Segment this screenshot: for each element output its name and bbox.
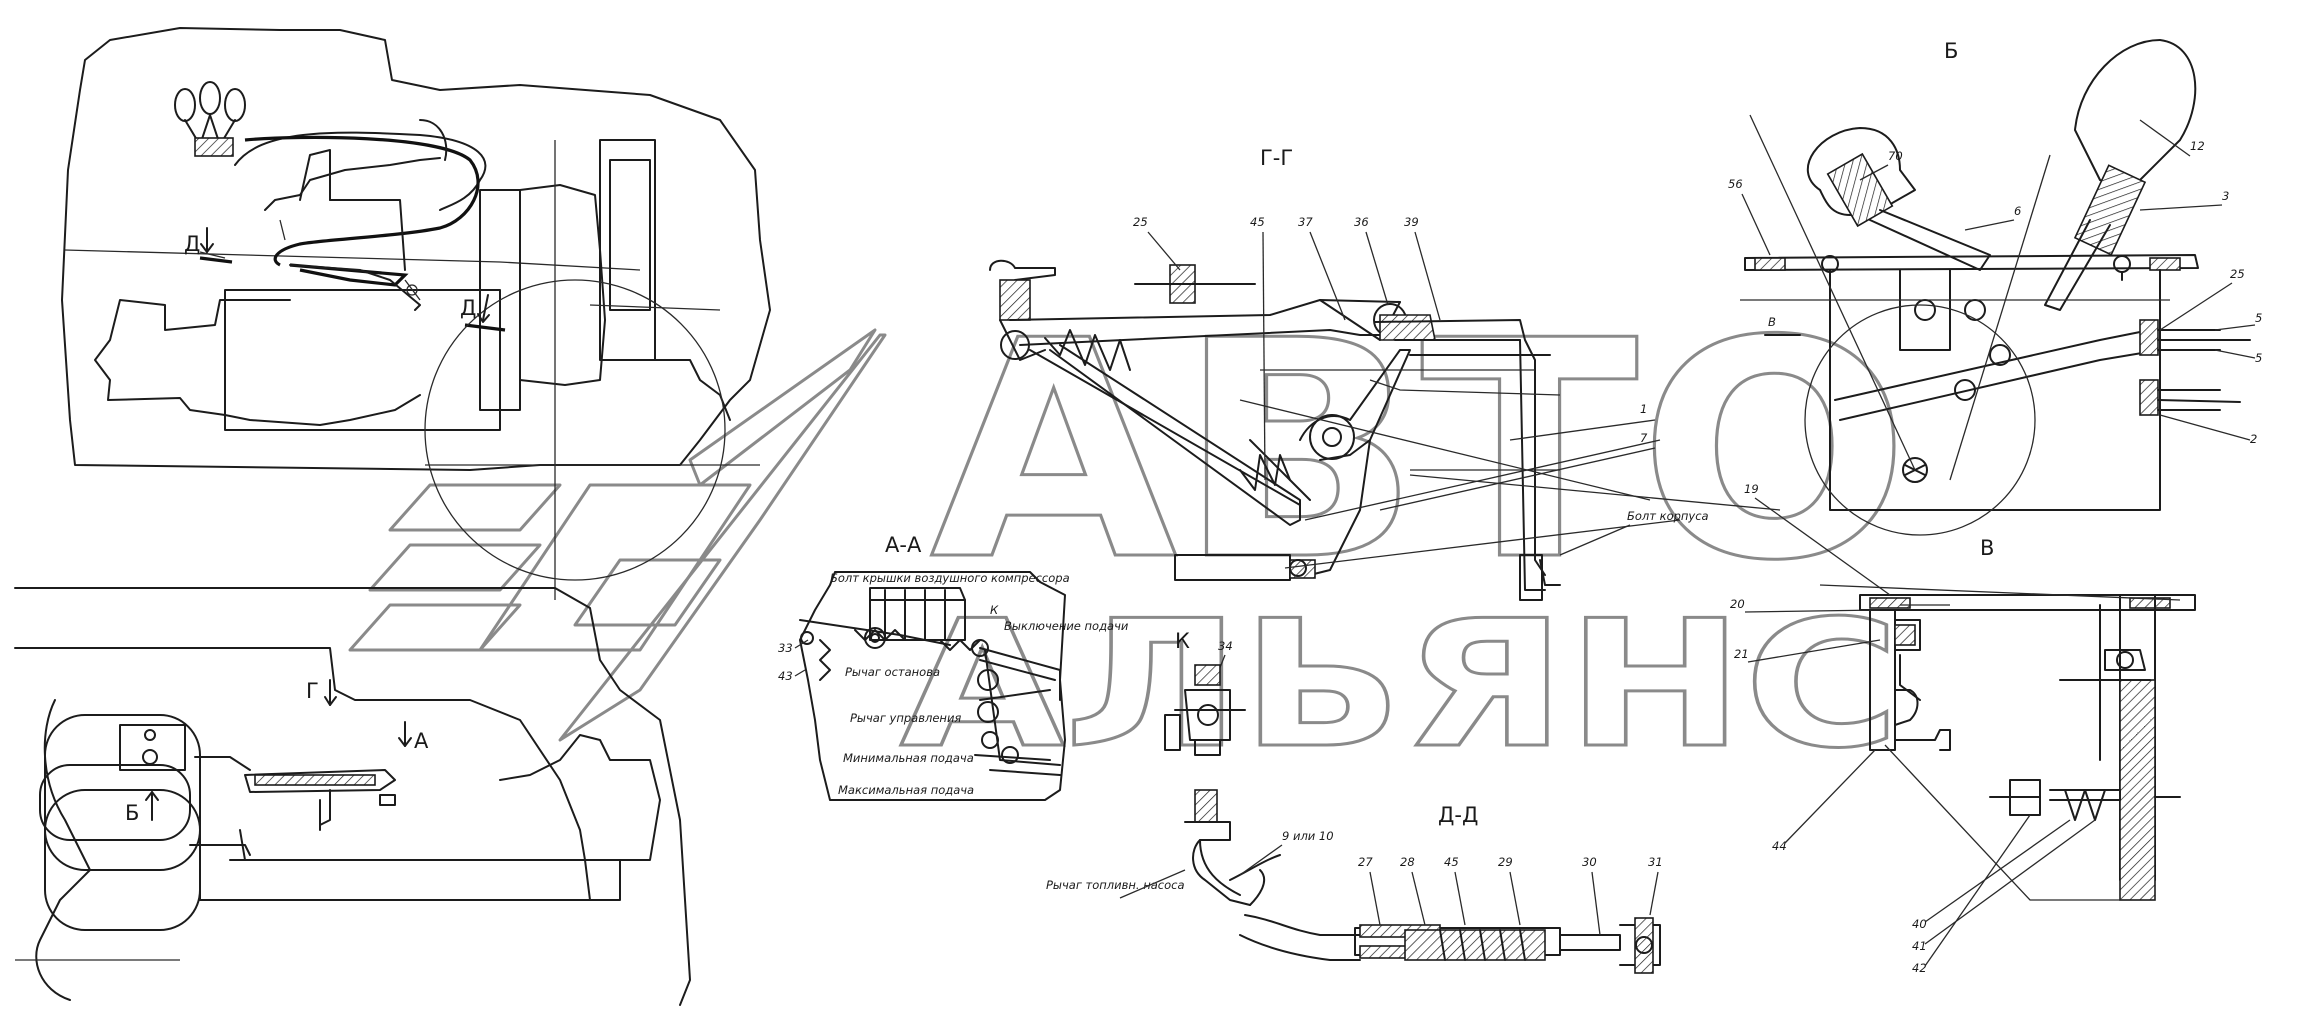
callout-b-2: 12 [2190, 139, 2205, 153]
callout-b-6: 25 [2230, 267, 2245, 281]
callout-b-4: 6 [2014, 204, 2021, 218]
view-a-a: А-А Болт крышки воздушного компрессора К… [778, 533, 1129, 801]
callout-b-7: 5 [2255, 311, 2262, 325]
box-a-num-33: 33 [778, 641, 793, 655]
dd-lever-label: Рычаг топливн. насоса [1046, 878, 1185, 892]
callout-go-7: 7 [1640, 431, 1648, 445]
spring-icon [2064, 789, 2106, 821]
mark-d-right: Д [460, 296, 476, 320]
view-d-d: Д-Д Рычаг топливн. насоса 9 или 10 27 28… [1046, 789, 1663, 974]
callout-b-9: 2 [2250, 432, 2257, 446]
callout-v-5: 40 [1912, 917, 1927, 931]
callout-v-2: 20 [1730, 597, 1745, 611]
callout-go-4: 36 [1354, 215, 1369, 229]
mark-d-upper: Д [184, 232, 200, 256]
overview-plan-view: Г А Б [14, 587, 691, 1006]
box-a-stop-lever: Рычаг останова [845, 665, 940, 679]
callout-go-6: 1 [1640, 402, 1647, 416]
callout-b-3: 56 [1728, 177, 1743, 191]
view-ao-title: А-А [885, 533, 922, 557]
callout-go-1: 25 [1133, 215, 1148, 229]
dd-variant: 9 или 10 [1282, 829, 1334, 843]
box-a-max-feed: Максимальная подача [838, 783, 974, 797]
lamp-cluster-icon [174, 81, 246, 157]
callout-v-1: 19 [1744, 482, 1759, 496]
callout-b-1: 70 [1888, 149, 1903, 163]
callout-v-4: 44 [1772, 839, 1787, 853]
view-k-title: К [1175, 629, 1190, 653]
callout-go-5: 39 [1404, 215, 1419, 229]
callout-v-7: 42 [1912, 961, 1927, 975]
callout-dd-4: 29 [1498, 855, 1513, 869]
box-a-min-feed: Минимальная подача [843, 751, 974, 765]
callout-dd-2: 28 [1400, 855, 1415, 869]
view-g-g: Г-Г 25 [989, 146, 1781, 601]
callout-dd-6: 31 [1648, 855, 1663, 869]
view-k: К 34 [1164, 629, 1246, 756]
view-v-title: В [1980, 536, 1994, 560]
view-b-v-mark: В [1768, 315, 1776, 329]
overview-side-view: Д Д [61, 27, 771, 600]
view-go-title: Г-Г [1260, 146, 1293, 170]
watermark-wing-icon [348, 328, 887, 742]
mark-a: А [414, 729, 429, 753]
callout-b-8: 5 [2255, 351, 2262, 365]
watermark-line2: АЛЬЯНС [900, 584, 1900, 787]
spring-icon [1044, 329, 1131, 371]
callout-dd-3: 45 [1444, 855, 1459, 869]
callout-go-3: 37 [1298, 215, 1313, 229]
callout-dd-1: 27 [1358, 855, 1373, 869]
box-a-control-lever: Рычаг управления [850, 711, 961, 725]
callout-v-6: 41 [1912, 939, 1927, 953]
callout-go-2: 45 [1250, 215, 1265, 229]
box-a-num-43: 43 [778, 669, 793, 683]
callout-b-5: 3 [2222, 189, 2229, 203]
box-a-k: К [990, 603, 999, 617]
bolt-korpusa-label: Болт корпуса [1627, 509, 1709, 523]
mark-g: Г [306, 679, 319, 703]
watermark-logo: АВТО АЛЬЯНС [348, 276, 1912, 789]
view-b-title: Б [1944, 39, 1958, 63]
callout-34: 34 [1218, 639, 1233, 653]
callout-dd-5: 30 [1582, 855, 1597, 869]
box-a-title: Болт крышки воздушного компрессора [830, 571, 1070, 585]
view-v: В 19 20 21 44 40 41 42 [1730, 482, 2196, 975]
mark-b: Б [125, 801, 139, 825]
box-a-shutoff: Выключение подачи [1004, 619, 1129, 633]
callout-v-3: 21 [1734, 647, 1749, 661]
view-dd-title: Д-Д [1438, 803, 1478, 827]
view-b: Б 70 12 56 6 [1728, 39, 2262, 536]
